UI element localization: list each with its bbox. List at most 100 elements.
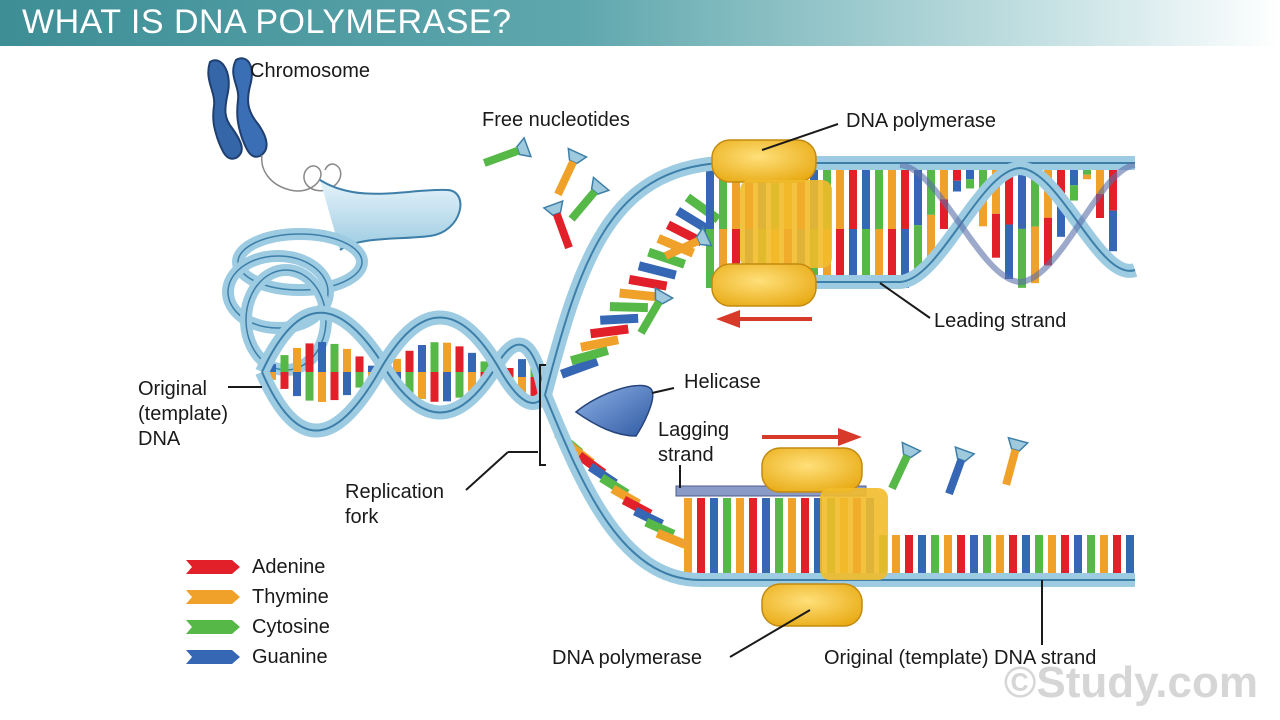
base-pair-rung (405, 372, 414, 394)
base-pair-rung (849, 229, 857, 288)
base-pair-rung (293, 347, 301, 372)
base-pair-rung (836, 229, 844, 288)
chromosome-label: Chromosome (250, 60, 370, 82)
free-nucleotide (637, 286, 675, 335)
legend-swatch (186, 620, 240, 634)
base-pair-rung (1005, 224, 1013, 280)
base-pair-rung (953, 170, 961, 181)
base-pair-rung (268, 364, 276, 372)
base-pair-rung (710, 498, 718, 578)
base-pair-rung (418, 345, 426, 372)
base-pair-rung (992, 170, 1000, 214)
base-pair-rung (927, 214, 935, 260)
free-nucleotide (482, 136, 533, 167)
base-pair-rung (940, 170, 948, 200)
base-pair-rung (468, 352, 476, 372)
base-pair-rung (330, 343, 339, 372)
base-pair-rung (749, 498, 757, 578)
base-pair-rung (368, 365, 376, 372)
legend-label: Thymine (252, 586, 329, 608)
base-pair-rung (719, 170, 727, 229)
base-pair-rung (518, 359, 526, 377)
base-pair-rung (1031, 226, 1039, 284)
base-pair-rung (918, 535, 926, 578)
free-nucleotide (945, 445, 976, 496)
base-pair-rung (970, 535, 978, 578)
base-pair-rung (1126, 535, 1134, 578)
original-dna-label-line1: Original (138, 378, 207, 400)
base-pair-rung (862, 229, 870, 288)
new-base (637, 261, 677, 280)
base-pair-rung (1083, 174, 1091, 180)
base-pair-rung (1005, 170, 1013, 225)
base-pair-rung (268, 372, 276, 380)
base-pair-rung (697, 498, 705, 578)
dna-polymerase-top-label: DNA polymerase (846, 110, 996, 132)
lagging-strand-label-line1: Lagging (658, 419, 729, 441)
base-pair-rung (1070, 185, 1078, 201)
free-nucleotide (888, 441, 922, 491)
base-pair-rung (862, 170, 870, 229)
base-pair-rung (953, 180, 961, 192)
helicase-shape (574, 384, 654, 437)
base-pair-rung (293, 372, 301, 397)
base-pair-rung (280, 355, 289, 372)
chromosome-icon (207, 57, 342, 192)
free-nucleotides (482, 136, 1030, 496)
base-pair-rung (318, 372, 326, 402)
base-pair-rung (983, 535, 991, 578)
base-pair-rung (992, 213, 1000, 258)
base-pair-rung (1057, 170, 1065, 204)
legend-label: Adenine (252, 556, 325, 578)
free-nucleotides-label: Free nucleotides (482, 109, 630, 131)
base-pair-rung (1018, 170, 1026, 229)
base-pair-rung (343, 348, 351, 372)
base-pair-rung (443, 372, 451, 402)
base-pair-rung (706, 170, 714, 229)
free-nucleotide (554, 147, 588, 197)
base-pair-rung (280, 372, 289, 389)
base-pair-rung (343, 372, 351, 396)
base-pair-rung (305, 372, 314, 401)
base-pair-rung (966, 170, 974, 180)
base-pair-rung (940, 199, 948, 229)
base-pair-rung (1057, 203, 1065, 237)
original-dna-label-line2: (template) (138, 403, 228, 425)
template-base (655, 529, 687, 549)
base-pair-rung (706, 229, 714, 288)
base-pair-rung (418, 372, 426, 399)
original-template-strand-label: Original (template) DNA strand (824, 647, 1096, 669)
base-pair-rung (1061, 535, 1069, 578)
legend-swatch (186, 650, 240, 664)
dna-polymerase-bottom-shape (761, 447, 888, 627)
replication-fork-bracket (539, 364, 546, 466)
base-pair-rung (966, 179, 974, 189)
new-base (609, 302, 648, 313)
base-pair-rung (405, 350, 414, 372)
lagging-direction-arrow (762, 428, 862, 446)
page-title: WHAT IS DNA POLYMERASE? (22, 3, 512, 41)
base-pair-rung (905, 535, 913, 578)
base-pair-rung (1035, 535, 1043, 578)
base-pair-rung (480, 361, 489, 372)
coiled-dna-tube (222, 179, 462, 376)
base-pair-rung (875, 170, 883, 229)
base-pair-rung (732, 170, 740, 229)
base-pair-rung (1096, 170, 1104, 194)
base-pair-rung (455, 346, 464, 372)
leading-direction-arrow (716, 310, 812, 328)
new-base (580, 335, 620, 352)
new-base (570, 346, 610, 366)
legend-swatch (186, 560, 240, 574)
base-pair-rung (901, 170, 909, 229)
base-pair-rung (1083, 170, 1091, 175)
base-pair-rung (1100, 535, 1108, 578)
new-base (590, 324, 629, 339)
base-pair-rung (468, 372, 476, 392)
base-pair-rung (684, 498, 692, 578)
base-pair-rung (1009, 535, 1017, 578)
base-pair-rung (927, 170, 935, 215)
base-pair-rung (1018, 228, 1026, 288)
base-pair-rung (430, 372, 439, 402)
